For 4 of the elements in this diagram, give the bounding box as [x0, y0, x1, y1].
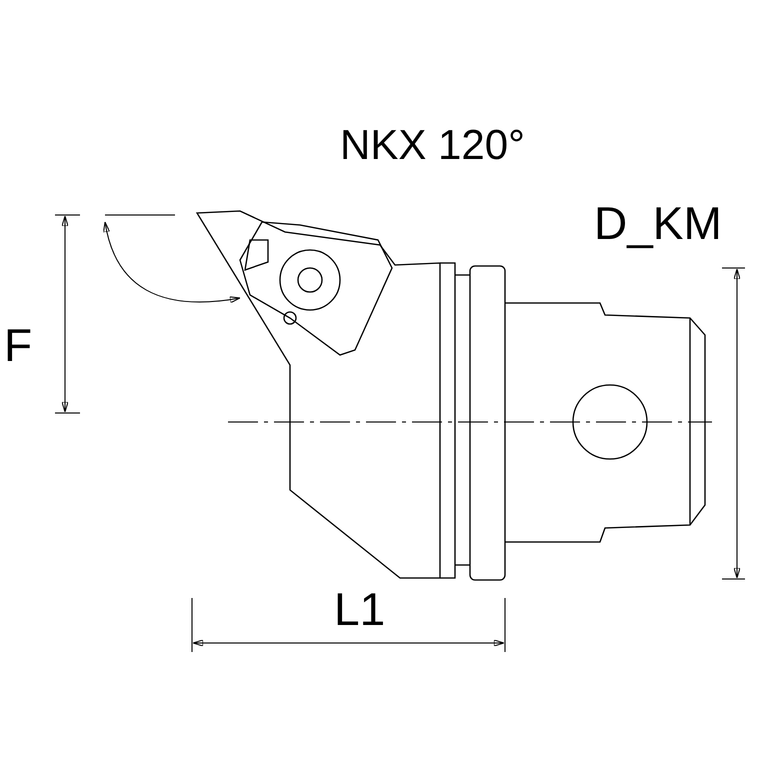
- dimension-label: F: [4, 322, 32, 368]
- dimension-label: D_KM: [594, 200, 722, 246]
- dimension-label: L1: [334, 586, 386, 632]
- dimension-label: NKX 120°: [340, 124, 525, 166]
